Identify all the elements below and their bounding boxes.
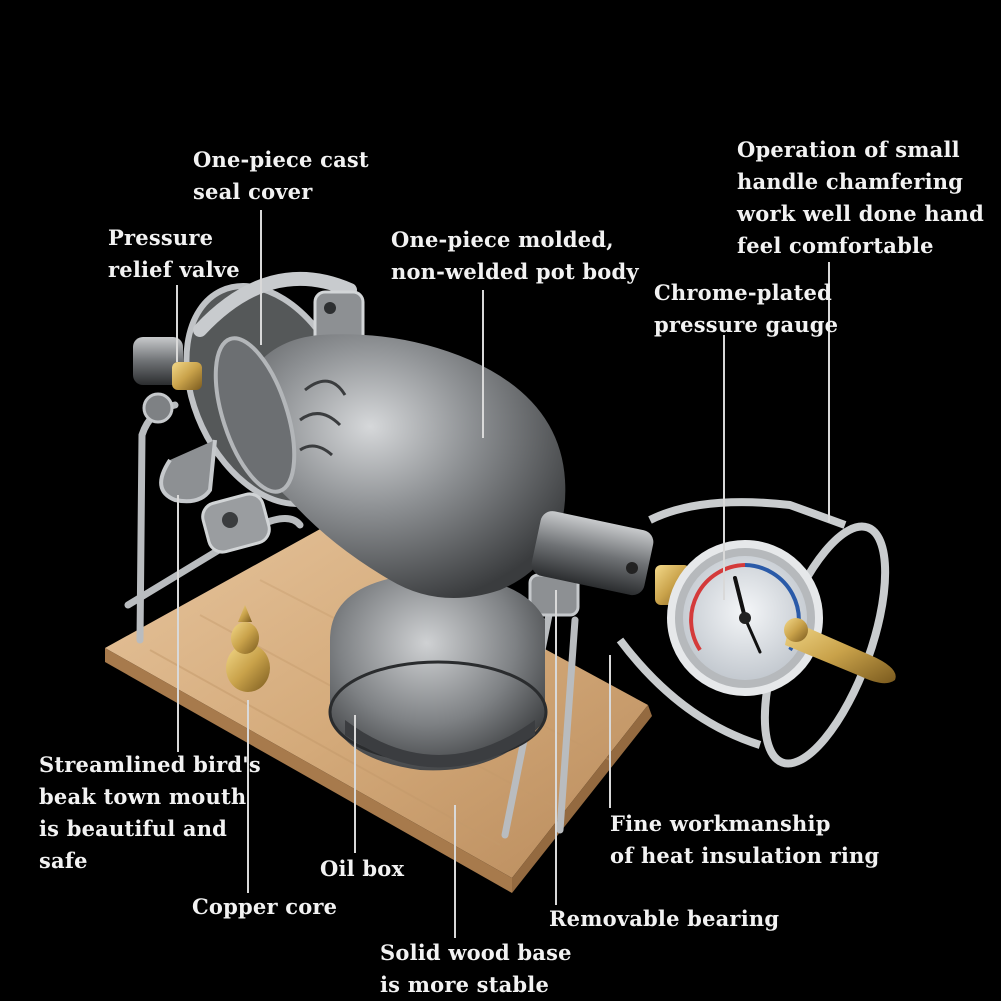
label-seal-cover: One-piece cast seal cover [193, 147, 369, 204]
copper-core [226, 605, 270, 692]
label-copper-core: Copper core [192, 894, 338, 919]
oil-box [328, 574, 548, 771]
leader-lines [176, 210, 830, 938]
label-oil-box: Oil box [320, 856, 405, 881]
pressure-relief-valve [133, 337, 202, 424]
label-gauge: Chrome-plated pressure gauge [654, 280, 839, 337]
label-pot-body: One-piece molded, non-welded pot body [391, 227, 639, 284]
label-bearing: Removable bearing [549, 906, 780, 931]
pressure-gauge [667, 540, 823, 696]
label-insulation-ring: Fine workmanship of heat insulation ring [610, 811, 880, 868]
label-wood-base: Solid wood base is more stable [380, 940, 572, 997]
label-handle: Operation of small handle chamfering wor… [737, 137, 984, 258]
label-beak-mouth: Streamlined bird's beak town mouth is be… [39, 752, 261, 873]
label-relief-valve: Pressure relief valve [108, 225, 240, 282]
beak-mouth [159, 439, 271, 554]
handle-knob [784, 618, 896, 684]
pot-body [213, 334, 566, 598]
